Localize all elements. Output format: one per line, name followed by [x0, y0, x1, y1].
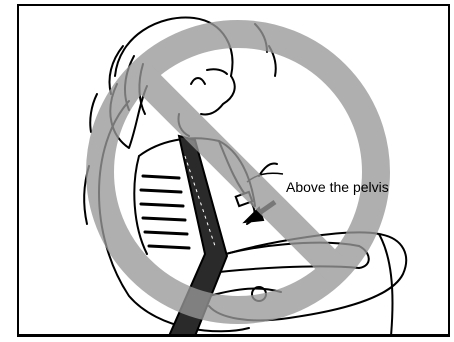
no-symbol-icon	[100, 34, 376, 310]
ear	[191, 78, 205, 84]
callout-label: Above the pelvis	[286, 180, 389, 194]
jacket-ribs	[141, 176, 189, 248]
face	[201, 76, 235, 115]
seat-side	[379, 234, 393, 336]
illustration-frame: Above the pelvis	[17, 4, 450, 337]
seated-woman-illustration	[19, 6, 450, 337]
